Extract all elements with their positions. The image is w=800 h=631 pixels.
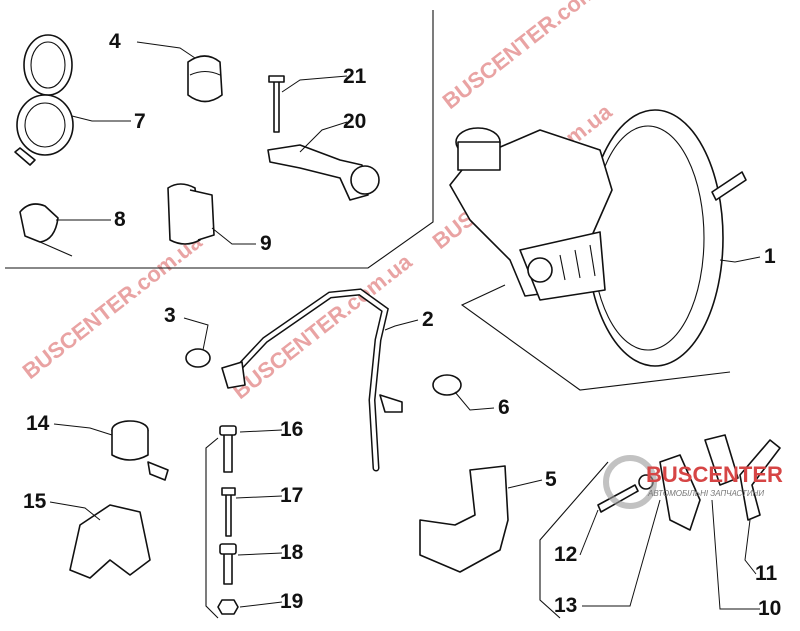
- callout-1: 1: [764, 245, 776, 268]
- nut-19: [217, 599, 239, 615]
- rivet-21: [268, 75, 285, 133]
- brake-booster: [449, 109, 747, 367]
- callout-16: 16: [280, 418, 303, 441]
- callout-17: 17: [280, 484, 303, 507]
- watermark: BUSCENTER.com.ua: [438, 0, 627, 114]
- leader-lines: [49, 41, 761, 610]
- clip-9: [167, 183, 215, 245]
- group-bracket-16-19: [205, 437, 219, 619]
- group-border: [5, 10, 434, 269]
- clip-4: [187, 55, 223, 103]
- callout-7: 7: [134, 110, 146, 133]
- group-bracket-10-13: [539, 461, 609, 619]
- group-bracket-1: [460, 284, 731, 391]
- bracket-20: [267, 144, 380, 201]
- clamp-6: [432, 374, 462, 396]
- callout-5: 5: [545, 468, 557, 491]
- callout-18: 18: [280, 541, 304, 564]
- logo-tagline: АВТОМОБІЛЬНІ ЗАПЧАСТИНИ: [647, 489, 764, 498]
- callout-14: 14: [26, 412, 50, 435]
- bracket-5: [419, 465, 509, 573]
- watermark: BUSCENTER.com.ua: [228, 248, 417, 404]
- bolt-12: [597, 474, 654, 513]
- callout-15: 15: [23, 490, 47, 513]
- callout-12: 12: [554, 543, 577, 566]
- bolt-18: [219, 543, 237, 585]
- bracket-13: [659, 454, 701, 531]
- buscenter-logo: BUSCENTER АВТОМОБІЛЬНІ ЗАПЧАСТИНИ: [603, 455, 783, 509]
- bracket-10: [704, 434, 739, 486]
- callout-3: 3: [164, 304, 176, 327]
- vacuum-hose-2: [221, 288, 403, 472]
- logo-name: BUSCENTER: [646, 462, 783, 487]
- callout-21: 21: [343, 65, 367, 88]
- callout-11: 11: [755, 562, 778, 585]
- bracket-15: [69, 504, 151, 579]
- callout-4: 4: [109, 30, 121, 53]
- callout-6: 6: [498, 396, 510, 419]
- callout-13: 13: [554, 594, 577, 617]
- callout-10: 10: [758, 597, 781, 620]
- clip-8: [19, 203, 73, 257]
- bolt-16: [219, 425, 237, 473]
- callout-20: 20: [343, 110, 366, 133]
- callout-numbers: 1 2 3 4 5 6 7 8 9 10 11 12 13 14 15 16 1…: [23, 30, 781, 620]
- callout-9: 9: [260, 232, 272, 255]
- callout-8: 8: [114, 208, 126, 231]
- valve-14: [111, 420, 169, 481]
- rivet-17: [221, 487, 236, 537]
- watermark: BUSCENTER.com.ua: [18, 228, 207, 384]
- callout-2: 2: [422, 308, 434, 331]
- filler-cap-7: [14, 34, 74, 166]
- connector-11: [739, 439, 781, 521]
- callout-19: 19: [280, 590, 303, 613]
- clamp-3: [185, 348, 211, 368]
